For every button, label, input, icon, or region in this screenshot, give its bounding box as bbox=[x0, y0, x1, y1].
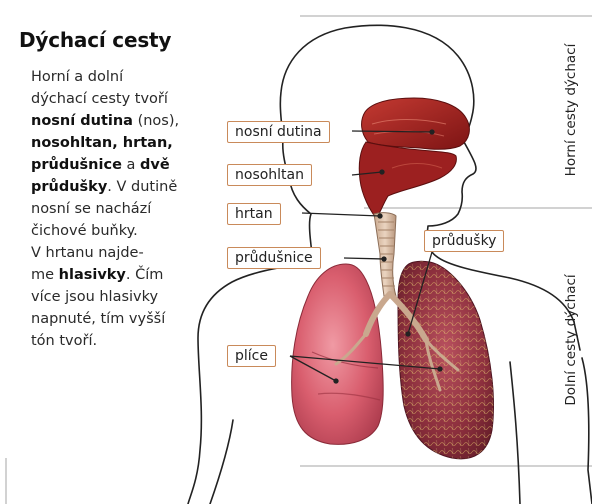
label-prudusky: průdušky bbox=[424, 230, 504, 252]
text-line: průdušnice a dvě bbox=[31, 154, 209, 176]
description-text: Horní a dolní dýchací cesty tvoří nosní … bbox=[31, 66, 209, 352]
text-line: napnuté, tím vyšší bbox=[31, 308, 209, 330]
text-line: nosní dutina (nos), bbox=[31, 110, 209, 132]
text-line: čichové buňky. bbox=[31, 220, 209, 242]
text-line: průdušky. V dutině bbox=[31, 176, 209, 198]
text-line: Horní a dolní bbox=[31, 66, 209, 88]
label-plice: plíce bbox=[227, 345, 276, 367]
side-label-upper: Horní cesty dýchací bbox=[563, 44, 579, 177]
text-line: tón tvoří. bbox=[31, 330, 209, 352]
text-line: dýchací cesty tvoří bbox=[31, 88, 209, 110]
text-line: me hlasivky. Čím bbox=[31, 264, 209, 286]
label-nosni-dutina: nosní dutina bbox=[227, 121, 330, 143]
text-line: nosohltan, hrtan, bbox=[31, 132, 209, 154]
label-nosohltan: nosohltan bbox=[227, 164, 312, 186]
label-prudusnice: průdušnice bbox=[227, 247, 321, 269]
text-line: nosní se nachází bbox=[31, 198, 209, 220]
page-title: Dýchací cesty bbox=[19, 28, 171, 52]
text-line: více jsou hlasivky bbox=[31, 286, 209, 308]
nasopharynx-organ bbox=[359, 142, 456, 218]
trachea-organ bbox=[374, 213, 396, 296]
text-line: V hrtanu najde- bbox=[31, 242, 209, 264]
label-hrtan: hrtan bbox=[227, 203, 281, 225]
nasal-cavity-organ bbox=[362, 98, 470, 149]
right-lung bbox=[292, 264, 384, 444]
side-label-lower: Dolní cesty dýchací bbox=[563, 274, 579, 405]
